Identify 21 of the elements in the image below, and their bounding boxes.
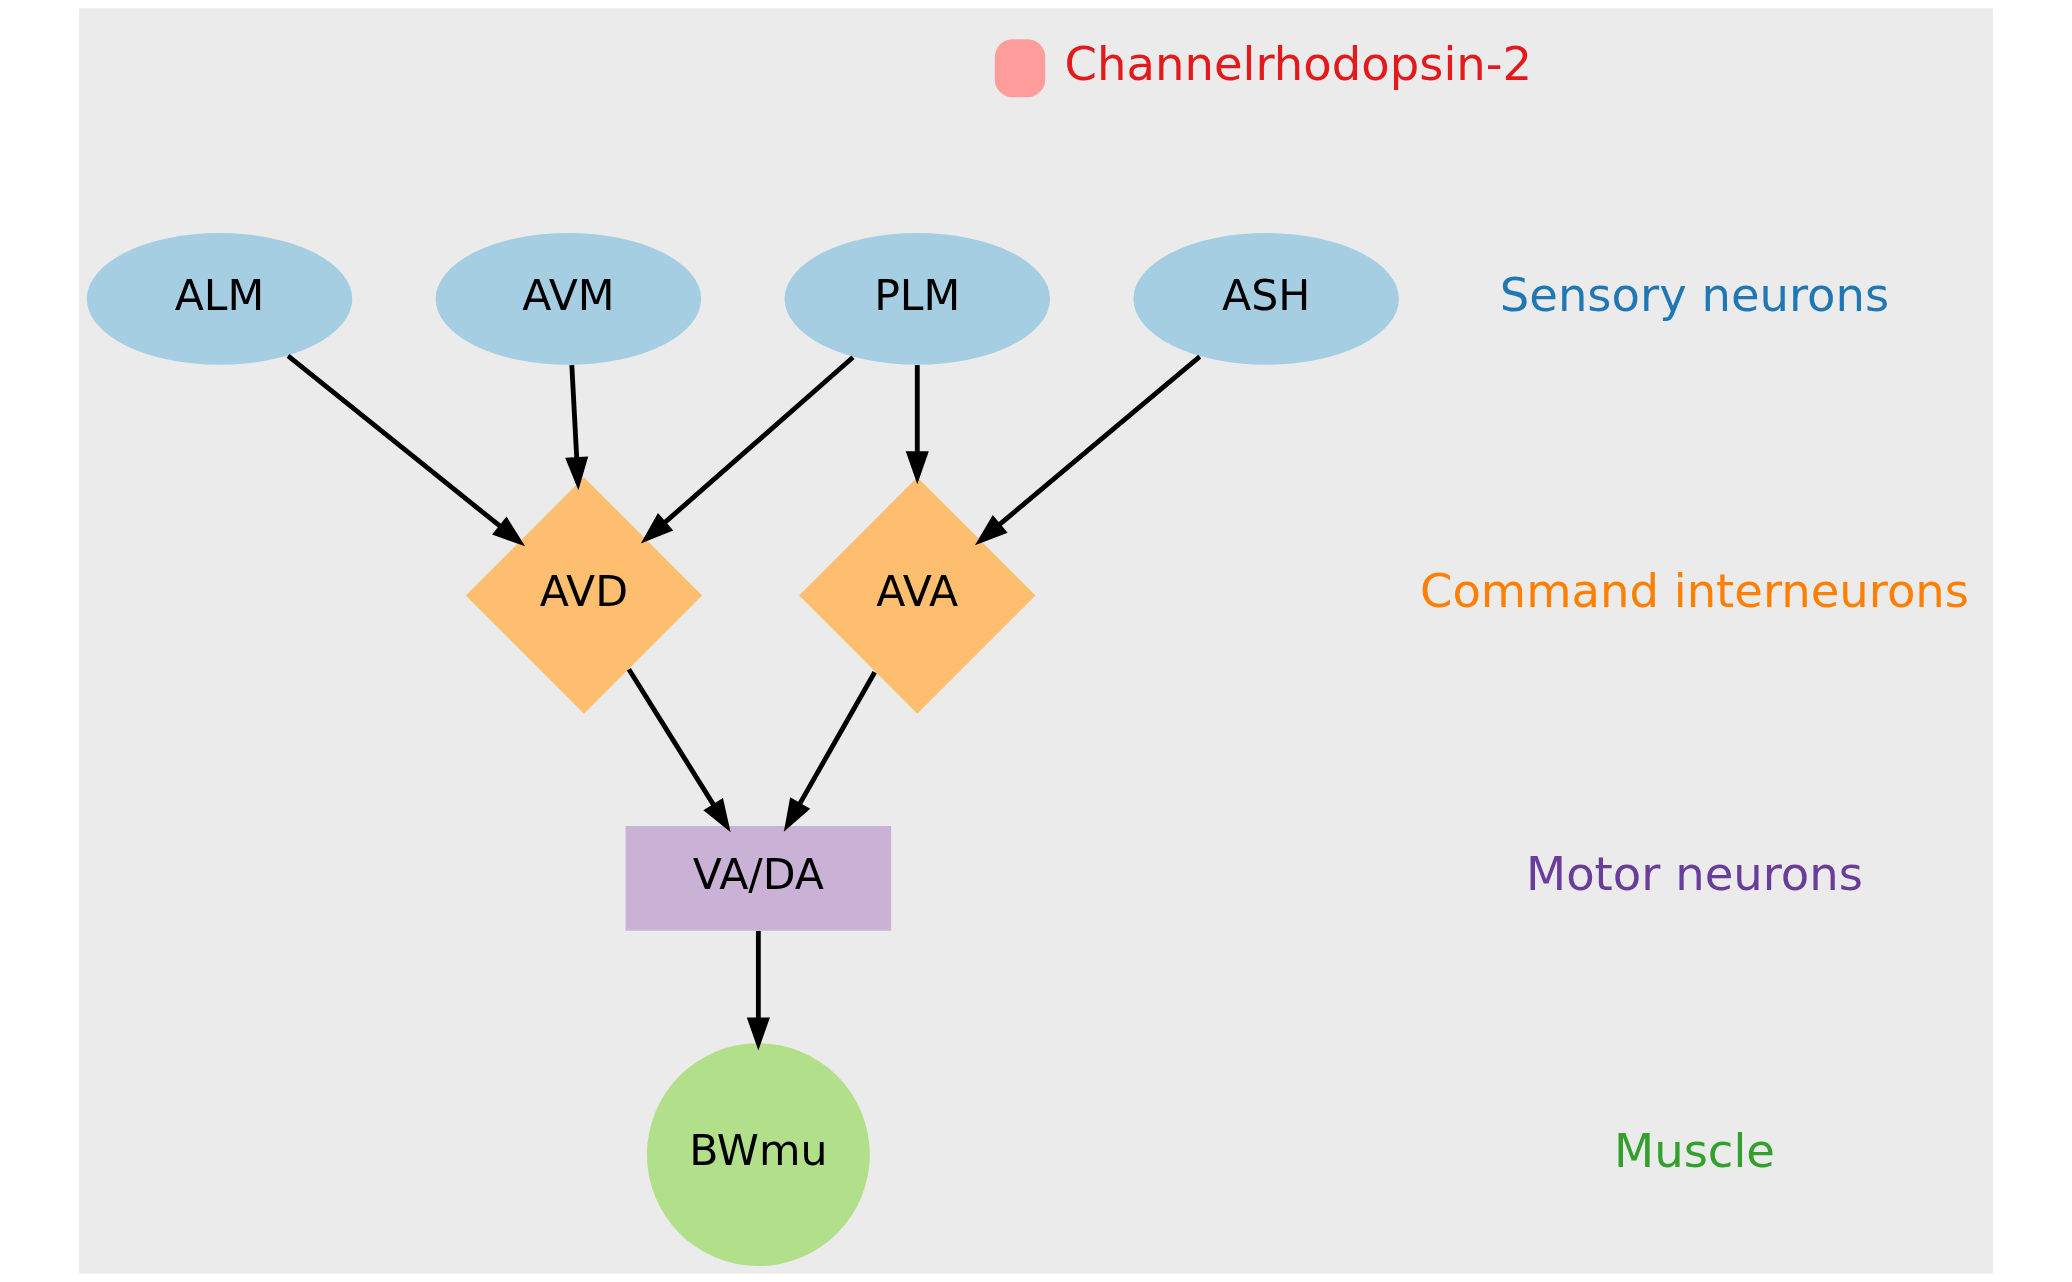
arrow [626, 667, 731, 833]
node-ellipse: AVM [435, 233, 702, 365]
node-diamond: AVD [465, 477, 703, 714]
arrow [783, 671, 877, 832]
arrow [565, 364, 589, 491]
node-diamond: AVA [799, 477, 1036, 714]
arrow [746, 930, 770, 1051]
label: Muscle [1614, 1123, 1775, 1178]
label: Sensory neurons [1499, 267, 1890, 322]
legend-label: Channelrhodopsin-2 [1064, 37, 1533, 92]
node-ellipse: ALM [86, 233, 353, 365]
arrow [286, 354, 526, 547]
node-ellipse: ASH [1133, 233, 1399, 365]
node-ellipse: PLM [784, 233, 1051, 365]
arrow [905, 365, 929, 485]
arrow [640, 355, 855, 544]
arrow [974, 354, 1202, 546]
label: Command interneurons [1419, 564, 1970, 619]
node-box: VA/DA [625, 826, 892, 931]
label: Motor neurons [1526, 847, 1863, 902]
node-circle: BWmu [646, 1043, 870, 1267]
